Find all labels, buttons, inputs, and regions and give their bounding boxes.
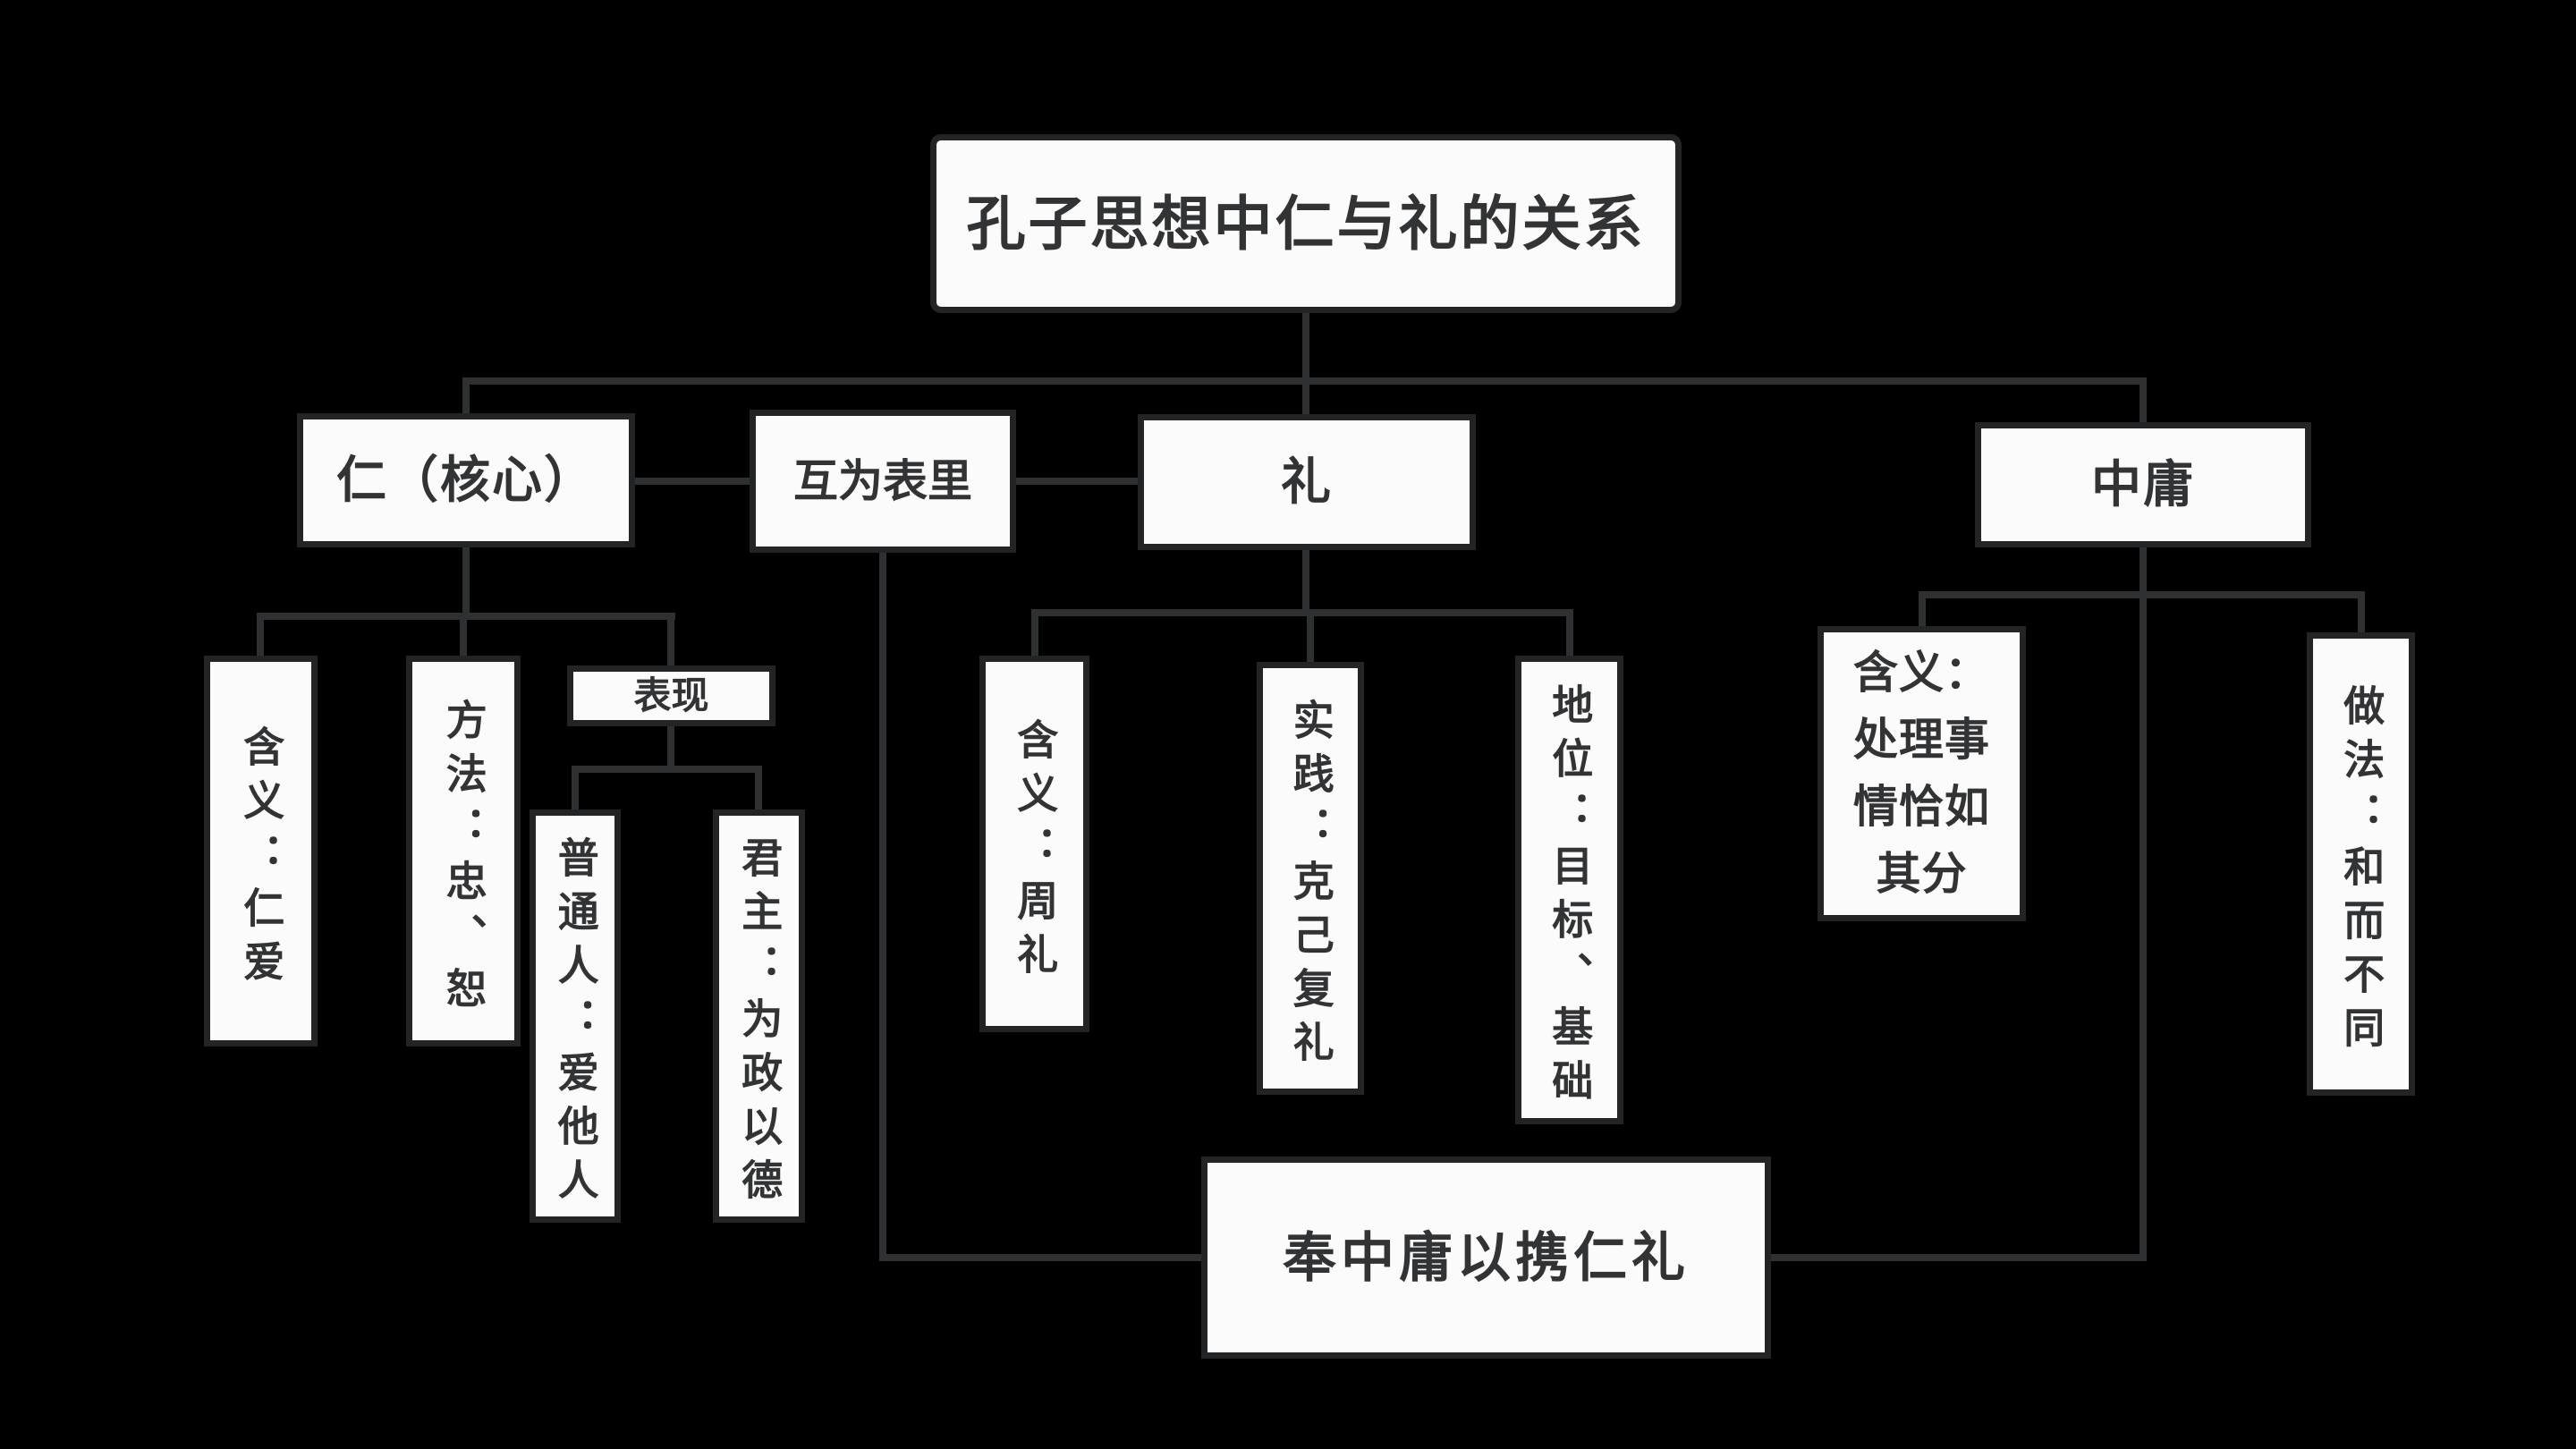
connector-line [1302, 377, 1309, 418]
node-ren-core: 仁（核心） [297, 413, 635, 547]
node-ren-method: 方法：忠、恕 [406, 656, 521, 1046]
node-manifestation: 表现 [567, 665, 775, 726]
connector-line [755, 766, 762, 813]
connector-line [462, 377, 470, 417]
node-mutual-relation: 互为表里 [750, 410, 1016, 553]
node-title: 孔子思想中仁与礼的关系 [930, 134, 1682, 313]
node-li: 礼 [1138, 414, 1476, 550]
node-common-people: 普通人：爱他人 [530, 809, 621, 1223]
connector-line [1307, 609, 1314, 665]
connector-line [1013, 478, 1141, 485]
connector-line [667, 613, 674, 669]
node-bottom-summary: 奉中庸以携仁礼 [1201, 1157, 1771, 1359]
node-li-status: 地位：目标、基础 [1515, 656, 1623, 1124]
connector-line [1031, 609, 1038, 659]
connector-line [460, 613, 467, 659]
connector-line [2140, 377, 2147, 426]
connector-line [667, 724, 674, 773]
connector-line [1769, 1254, 2147, 1261]
node-zhongyong-meaning: 含义： 处理事 情恰如 其分 [1818, 626, 2026, 921]
connector-line [1919, 591, 1926, 630]
connector-line [1302, 548, 1309, 616]
node-zhongyong-approach: 做法：和而不同 [2307, 632, 2415, 1096]
connector-line [2140, 546, 2147, 1261]
connector-line [879, 551, 886, 1261]
node-zhongyong: 中庸 [1975, 422, 2311, 547]
connector-line [1566, 609, 1573, 659]
connector-line [631, 478, 753, 485]
connector-line [257, 613, 264, 659]
node-monarch: 君主：为政以德 [713, 809, 805, 1223]
connector-line [879, 1254, 1203, 1261]
connector-line [462, 546, 470, 620]
node-li-meaning: 含义：周礼 [979, 656, 1089, 1032]
node-li-practice: 实践：克己复礼 [1257, 662, 1364, 1095]
connector-line [572, 766, 762, 773]
connector-line [2358, 591, 2365, 636]
connector-line [1031, 609, 1573, 616]
connector-line [572, 766, 579, 813]
connector-line [1302, 313, 1309, 385]
node-ren-meaning: 含义：仁爱 [204, 656, 318, 1046]
